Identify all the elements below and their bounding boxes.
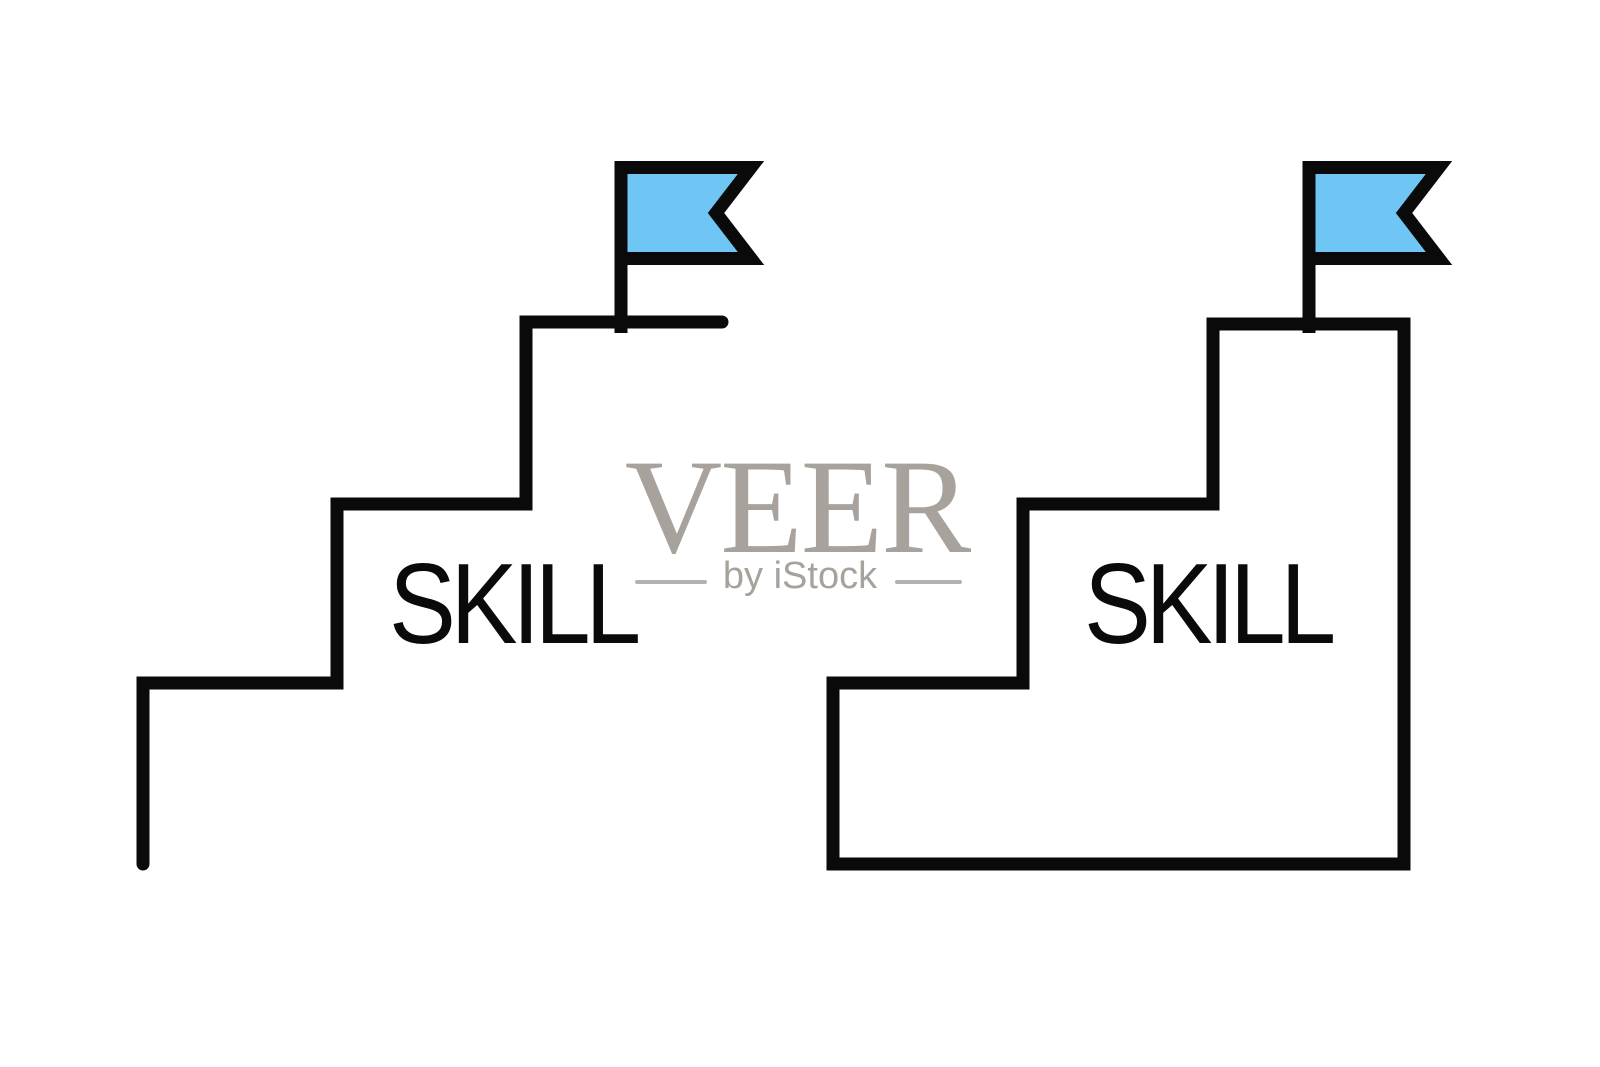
left-staircase-line — [136, 315, 729, 871]
watermark-left-rule — [635, 580, 707, 584]
left-skill-label: SKILL — [389, 541, 641, 668]
right-flag-icon — [1302, 161, 1453, 265]
watermark-brand-text: VEER — [624, 433, 971, 582]
right-skill-label: SKILL — [1084, 541, 1336, 668]
watermark-right-rule — [895, 580, 962, 584]
watermark-byline-text: by iStock — [722, 555, 878, 597]
right-staircase-shape — [826, 317, 1411, 871]
left-flag-icon — [614, 161, 765, 265]
